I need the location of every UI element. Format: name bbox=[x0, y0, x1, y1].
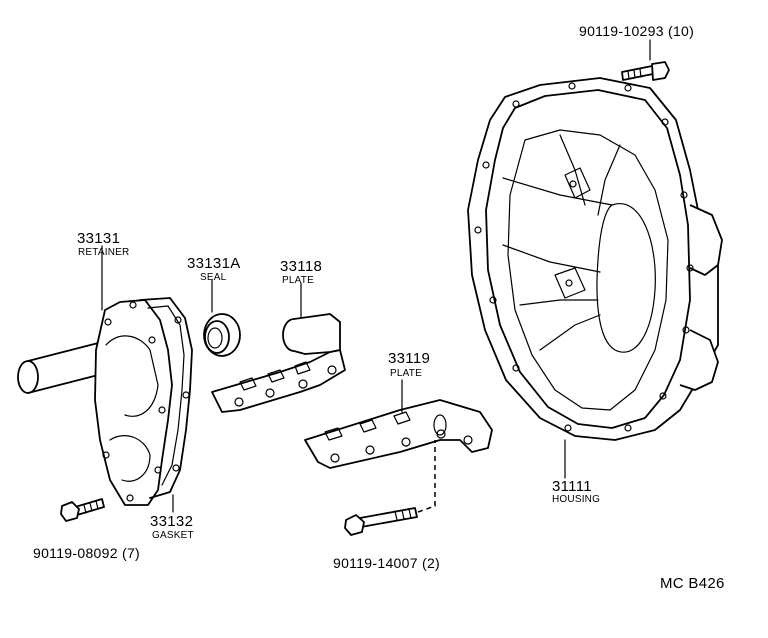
retainer-bolt-drawing bbox=[60, 498, 105, 522]
seal-name: SEAL bbox=[200, 272, 227, 283]
housing-bolt-label: 90119-10293 (10) bbox=[579, 24, 694, 38]
retainer-drawing bbox=[17, 299, 173, 506]
gasket-name: GASKET bbox=[152, 530, 194, 541]
gasket-drawing bbox=[139, 297, 193, 499]
housing-bolt-drawing bbox=[621, 61, 670, 81]
housing-number: 31111 bbox=[552, 478, 592, 495]
retainer-bolt-label: 90119-08092 (7) bbox=[33, 546, 140, 560]
housing-name: HOUSING bbox=[552, 494, 601, 505]
gasket-number: 33132 bbox=[150, 513, 194, 530]
retainer-name: RETAINER bbox=[78, 247, 130, 258]
figure-code: MC B426 bbox=[660, 575, 725, 592]
plate-lower-drawing bbox=[304, 399, 493, 469]
housing-drawing bbox=[467, 77, 723, 441]
plate-bolt-label: 90119-14007 (2) bbox=[333, 556, 440, 570]
seal-number: 33131A bbox=[187, 255, 241, 272]
plate-upper-number: 33118 bbox=[280, 258, 323, 275]
plate-upper-name: PLATE bbox=[282, 275, 314, 286]
plate-bolt-part: 90119-14007 bbox=[333, 555, 418, 571]
plate-upper-drawing bbox=[211, 313, 346, 413]
leader-lines bbox=[101, 39, 651, 513]
retainer-number: 33131 bbox=[77, 230, 121, 247]
plate-lower-number: 33119 bbox=[388, 350, 431, 367]
housing-bolt-qty: (10) bbox=[668, 23, 695, 39]
plate-lower-name: PLATE bbox=[390, 368, 422, 379]
retainer-bolt-part: 90119-08092 bbox=[33, 545, 118, 561]
seal-drawing bbox=[203, 313, 241, 357]
housing-bolt-part: 90119-10293 bbox=[579, 23, 664, 39]
plate-bolt-drawing bbox=[344, 440, 436, 536]
retainer-bolt-qty: (7) bbox=[122, 545, 141, 561]
plate-bolt-qty: (2) bbox=[422, 555, 441, 571]
